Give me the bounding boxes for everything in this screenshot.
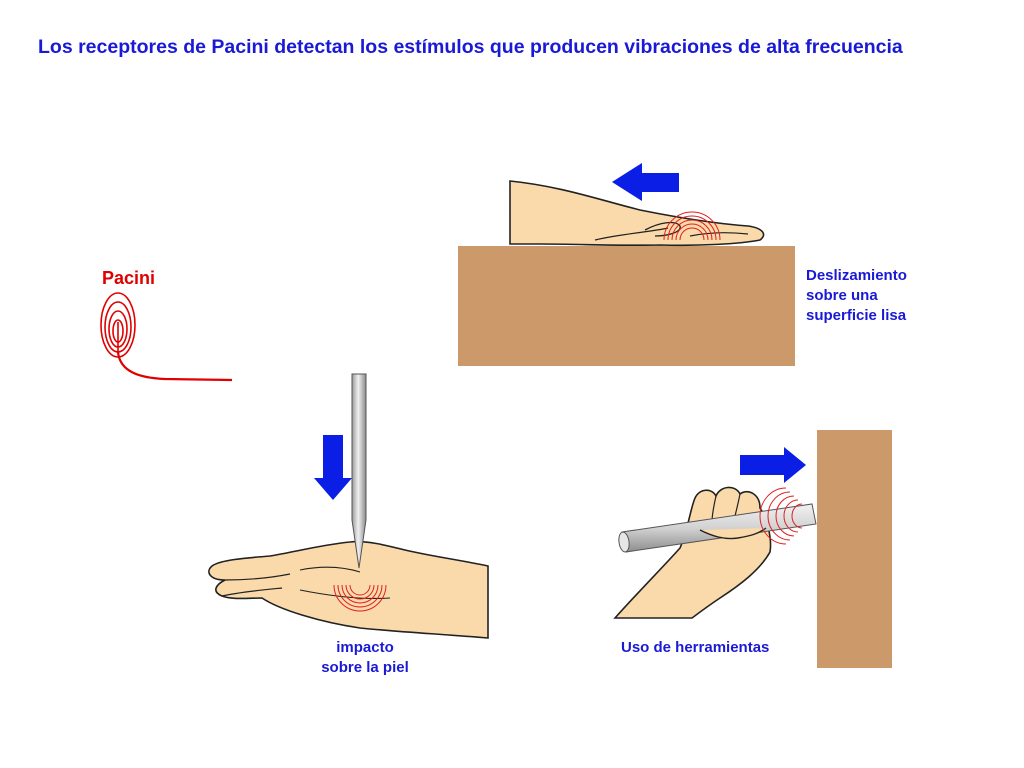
pacini-corpuscle-icon	[100, 292, 233, 382]
impact-label: impacto sobre la piel	[300, 638, 430, 678]
sliding-label: Deslizamiento sobre una superficie lisa	[806, 266, 907, 326]
sliding-label-line2: sobre una	[806, 287, 878, 304]
open-palm-hand-icon	[208, 540, 489, 639]
sliding-label-line3: superficie lisa	[806, 307, 907, 324]
tool-vibration-icon	[759, 487, 803, 545]
impact-label-line2: sobre la piel	[321, 659, 409, 676]
page-title: Los receptores de Pacini detectan los es…	[38, 36, 903, 58]
flat-hand-icon	[509, 180, 765, 247]
sliding-label-line1: Deslizamiento	[806, 267, 907, 284]
arrow-down-icon	[314, 435, 352, 500]
wall-block	[817, 430, 892, 668]
sliding-vibration-icon	[663, 211, 721, 241]
gripping-hand-icon	[613, 486, 772, 619]
smooth-surface-block	[458, 246, 795, 366]
needle-icon	[351, 373, 367, 569]
impact-label-line1: impacto	[336, 639, 394, 656]
pacini-label: Pacini	[102, 268, 156, 288]
tools-label: Uso de herramientas	[621, 639, 770, 656]
arrow-left-icon	[612, 163, 679, 201]
arrow-right-icon	[740, 447, 806, 483]
impact-vibration-icon	[333, 584, 387, 612]
